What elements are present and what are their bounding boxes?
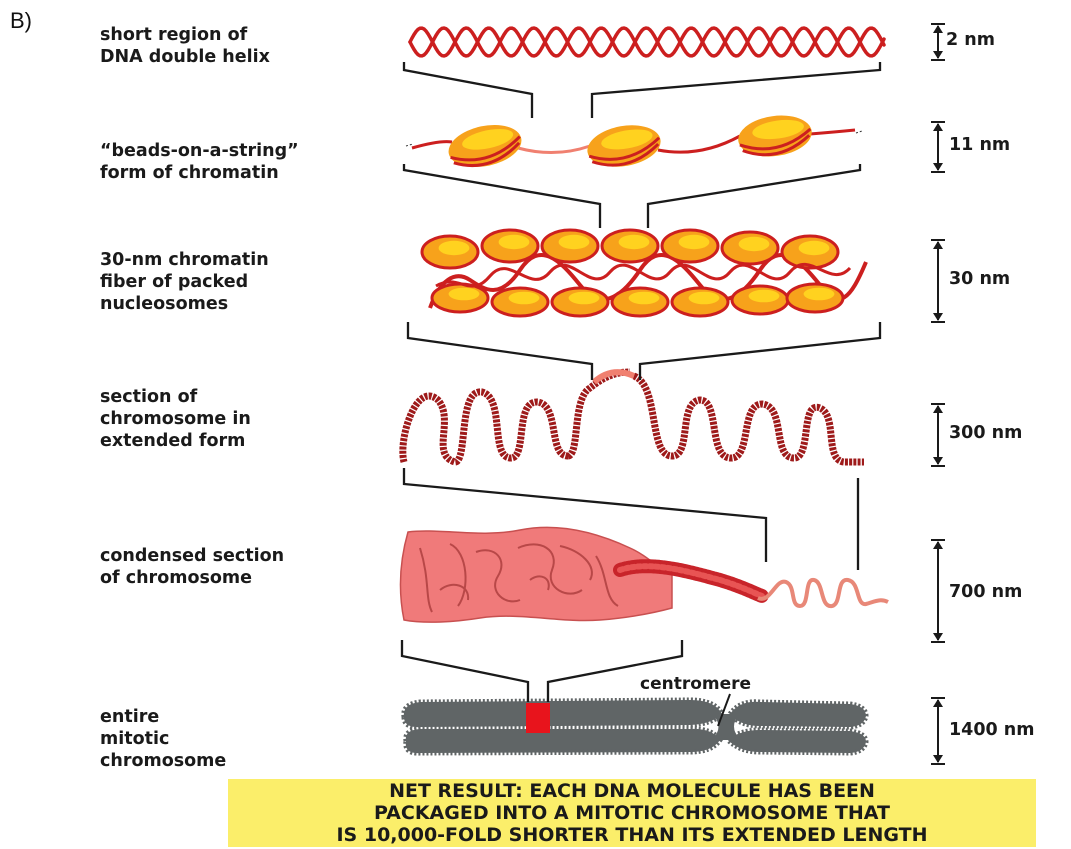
scale-bar [931, 698, 945, 764]
scale-bar [931, 540, 945, 642]
highlighted-region [526, 703, 550, 733]
nucleosome-bead [602, 230, 658, 262]
dna-double-helix [410, 28, 884, 56]
nucleosome-bead [492, 288, 548, 316]
nucleosome-bead [552, 288, 608, 316]
chromatin-fiber-30nm [422, 230, 866, 316]
summary-line-1: NET RESULT: EACH DNA MOLECULE HAS BEEN [389, 780, 875, 802]
scale-bar [931, 404, 945, 466]
nucleosome-bead [662, 230, 718, 262]
scale-bar [931, 240, 945, 322]
beads-on-a-string [406, 111, 862, 173]
mitotic-chromosome [404, 694, 866, 753]
nucleosome-bead [722, 232, 778, 264]
summary-line-3: IS 10,000-FOLD SHORTER THAN ITS EXTENDED… [336, 824, 927, 846]
nucleosome-bead [432, 284, 488, 312]
nucleosome-bead [732, 286, 788, 314]
summary-line-2: PACKAGED INTO A MITOTIC CHROMOSOME THAT [374, 802, 890, 824]
nucleosome-bead [584, 120, 664, 172]
nucleosome-bead [445, 119, 526, 174]
condensed-chromosome-section [401, 527, 888, 622]
scale-bar [931, 122, 945, 172]
nucleosome-bead [542, 230, 598, 262]
extended-chromosome [403, 372, 864, 462]
nucleosome-bead [782, 236, 838, 268]
nucleosome-bead [736, 111, 815, 161]
summary-banner: NET RESULT: EACH DNA MOLECULE HAS BEEN P… [228, 779, 1036, 847]
nucleosome-bead [672, 288, 728, 316]
nucleosome-bead [422, 236, 478, 268]
nucleosome-bead [482, 230, 538, 262]
scale-bar [931, 24, 945, 60]
nucleosome-bead [787, 284, 843, 312]
scale-bars [931, 24, 945, 764]
nucleosome-bead [612, 288, 668, 316]
